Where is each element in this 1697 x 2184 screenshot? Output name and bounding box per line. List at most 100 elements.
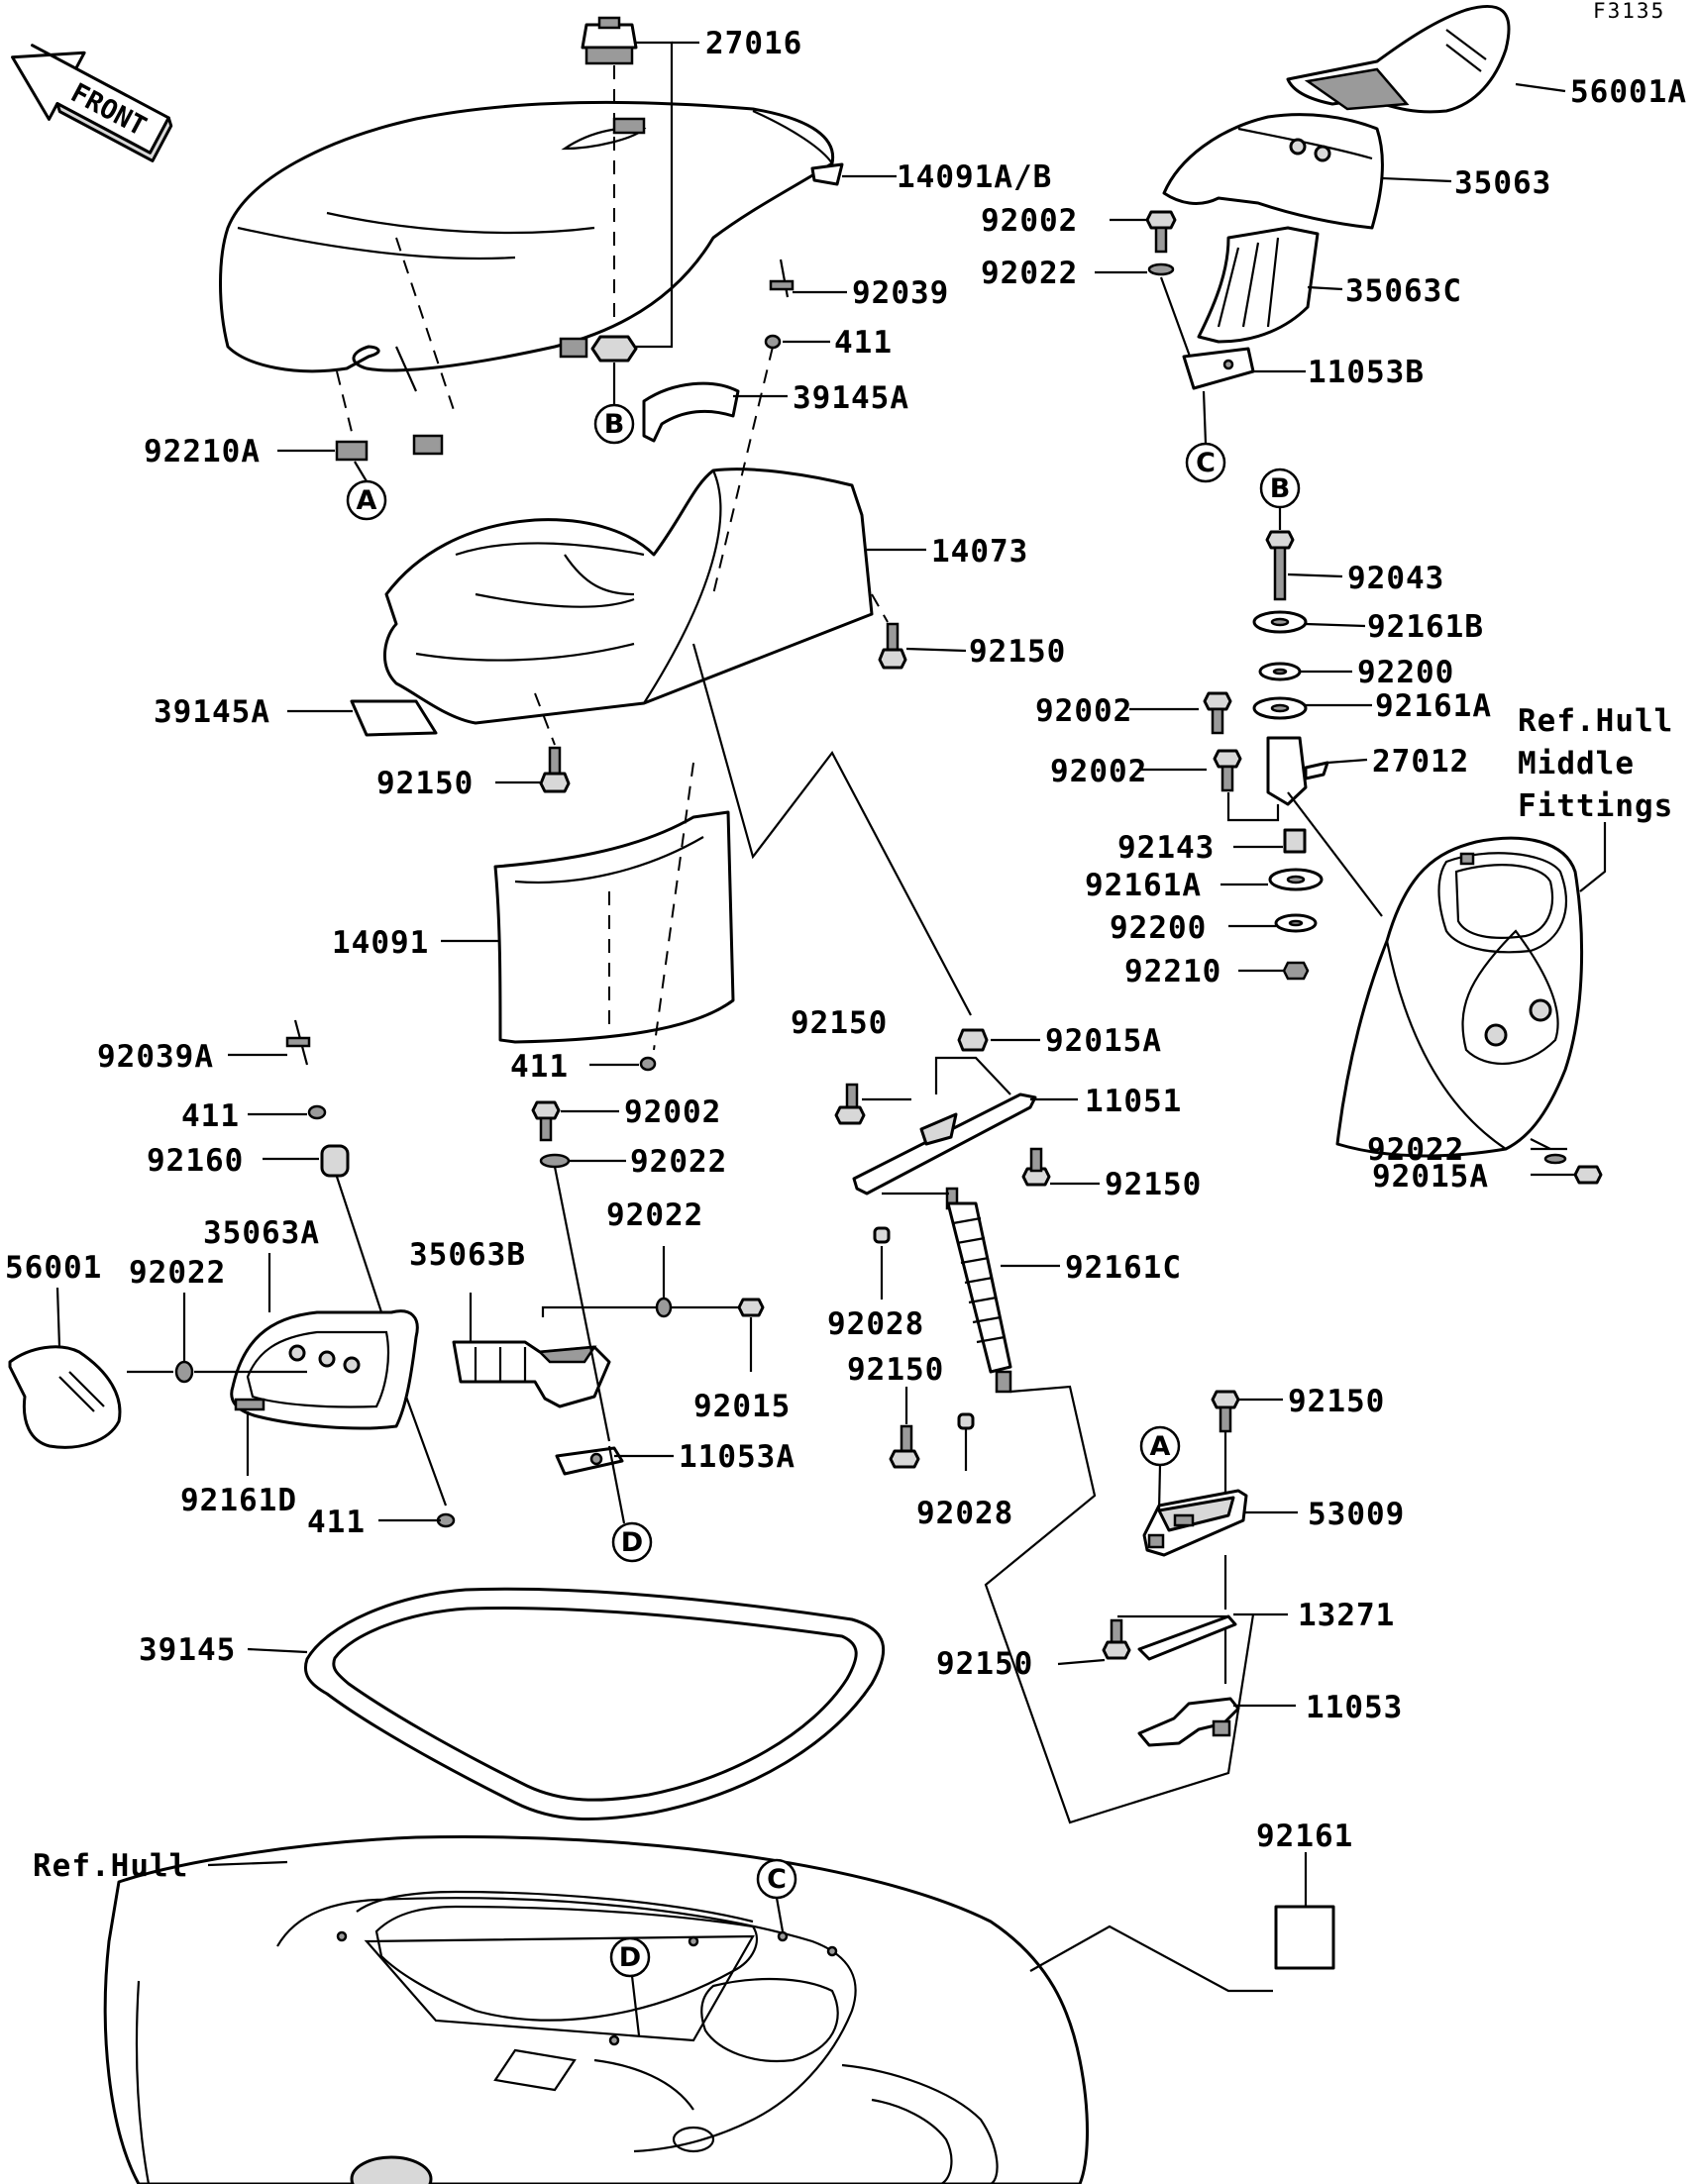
bolt-92043	[1265, 530, 1295, 601]
pad-92161d	[234, 1398, 265, 1411]
label-14091: 14091	[332, 925, 429, 961]
label-92002-d: 92002	[624, 1094, 721, 1130]
label-92002-b: 92002	[1035, 693, 1132, 729]
seal-39145a-top	[642, 381, 740, 443]
label-92161a-b: 92161A	[1085, 868, 1202, 903]
label-92022-a: 92022	[981, 256, 1078, 291]
bracket-35063b	[452, 1340, 611, 1408]
label-92039: 92039	[852, 275, 949, 311]
label-92015a-b: 92015A	[1372, 1159, 1489, 1195]
label-92022-e: 92022	[129, 1255, 226, 1291]
label-92161a-a: 92161A	[1375, 688, 1492, 724]
clip-seat-3	[559, 337, 588, 359]
label-13271: 13271	[1298, 1598, 1395, 1633]
label-11051: 11051	[1085, 1084, 1182, 1119]
svg-text:A: A	[357, 485, 377, 516]
lock-53009	[1142, 1489, 1248, 1557]
nut-92015	[737, 1298, 765, 1317]
label-27012: 27012	[1372, 744, 1469, 780]
svg-text:D: D	[619, 1942, 641, 1973]
label-92143: 92143	[1117, 830, 1215, 866]
bracket-11053	[1137, 1697, 1240, 1747]
panel-14091	[493, 810, 735, 1044]
label-92022-c: 92022	[1367, 1132, 1464, 1168]
label-92200-b: 92200	[1110, 910, 1207, 946]
svg-text:A: A	[1150, 1431, 1171, 1462]
washer-92022-mid	[539, 1153, 571, 1169]
nut-411-top	[764, 334, 782, 350]
label-14091ab: 14091A/B	[897, 159, 1052, 195]
mirror-56001	[8, 1345, 122, 1449]
svg-text:B: B	[604, 409, 625, 440]
marker-d-bottom: D	[609, 1936, 651, 1978]
label-92161d: 92161D	[180, 1483, 297, 1518]
marker-b-top: B	[593, 403, 635, 445]
label-92210: 92210	[1124, 954, 1221, 989]
marker-c-bottom: C	[756, 1858, 797, 1900]
label-92161	[1274, 1905, 1335, 1970]
label-53009: 53009	[1308, 1497, 1405, 1532]
bracket-11051	[852, 1092, 1037, 1196]
label-92028-b: 92028	[916, 1496, 1013, 1531]
svg-text:C: C	[1196, 448, 1216, 478]
nut-92210	[1282, 961, 1310, 981]
storage-tray-14073	[382, 468, 874, 725]
collar-92028-a	[873, 1226, 891, 1244]
label-92150-g: 92150	[936, 1646, 1033, 1682]
label-92022-d: 92022	[606, 1197, 703, 1233]
label-92150-e: 92150	[847, 1352, 944, 1388]
seal-39145a-bottom	[350, 699, 438, 737]
part-labels: 27016 56001A 14091A/B 35063 92002 92022 …	[5, 26, 1686, 1884]
svg-text:B: B	[1270, 473, 1291, 504]
label-92028-a: 92028	[827, 1306, 924, 1342]
label-92015a-a: 92015A	[1045, 1023, 1162, 1059]
figure-code: F3135	[1593, 0, 1665, 23]
label-92015: 92015	[693, 1389, 791, 1424]
collar-92028-b	[957, 1412, 975, 1430]
label-92002-a: 92002	[981, 203, 1078, 239]
bolt-92150-c3	[889, 1424, 920, 1469]
washer-92022-mid2	[655, 1297, 673, 1318]
label-92200-a: 92200	[1357, 655, 1454, 690]
label-35063: 35063	[1454, 165, 1551, 201]
collar-92143	[1283, 828, 1307, 854]
ref-hull-middle-2: Middle	[1518, 746, 1635, 781]
nut-92015a-center	[957, 1028, 989, 1052]
ref-hull: Ref.Hull	[33, 1848, 188, 1884]
plate-11053b	[1182, 347, 1255, 390]
label-27016: 27016	[705, 26, 802, 61]
svg-text:D: D	[621, 1527, 643, 1558]
spring-92161c	[945, 1187, 1012, 1394]
label-411-c: 411	[181, 1098, 240, 1134]
grommet-92160	[320, 1144, 350, 1178]
label-411-d: 411	[307, 1505, 366, 1540]
bolt-92150-center	[834, 1083, 866, 1125]
label-11053: 11053	[1306, 1690, 1403, 1725]
front-arrow: FRONT	[11, 44, 173, 162]
label-92022-b: 92022	[630, 1144, 727, 1180]
label-39145a-a: 39145A	[793, 380, 909, 416]
label-92150-d: 92150	[1105, 1167, 1202, 1202]
label-11053a: 11053A	[679, 1439, 795, 1475]
label-92043: 92043	[1347, 561, 1444, 596]
nut-27016-b	[590, 335, 638, 363]
washer-92022-left	[174, 1360, 194, 1384]
bolt-92150-r2	[1102, 1618, 1131, 1660]
hull-middle-fittings	[1335, 836, 1584, 1158]
label-92150-b: 92150	[376, 766, 474, 801]
label-92150-f: 92150	[1288, 1384, 1385, 1419]
marker-c-top: C	[1185, 442, 1226, 483]
svg-text:C: C	[767, 1864, 787, 1895]
bolt-92150-r	[1211, 1390, 1240, 1433]
nut-92015a-right	[1573, 1165, 1603, 1185]
plate-11053a	[555, 1446, 624, 1476]
label-92161: 92161	[1256, 1819, 1353, 1854]
marker-a-top: A	[346, 479, 387, 521]
clip-92210a	[335, 440, 369, 462]
seal-39145	[303, 1587, 886, 1821]
label-14073: 14073	[931, 534, 1028, 570]
seat-14091ab	[219, 100, 844, 373]
plate-13271	[1137, 1614, 1237, 1661]
label-411-b: 411	[510, 1049, 569, 1085]
